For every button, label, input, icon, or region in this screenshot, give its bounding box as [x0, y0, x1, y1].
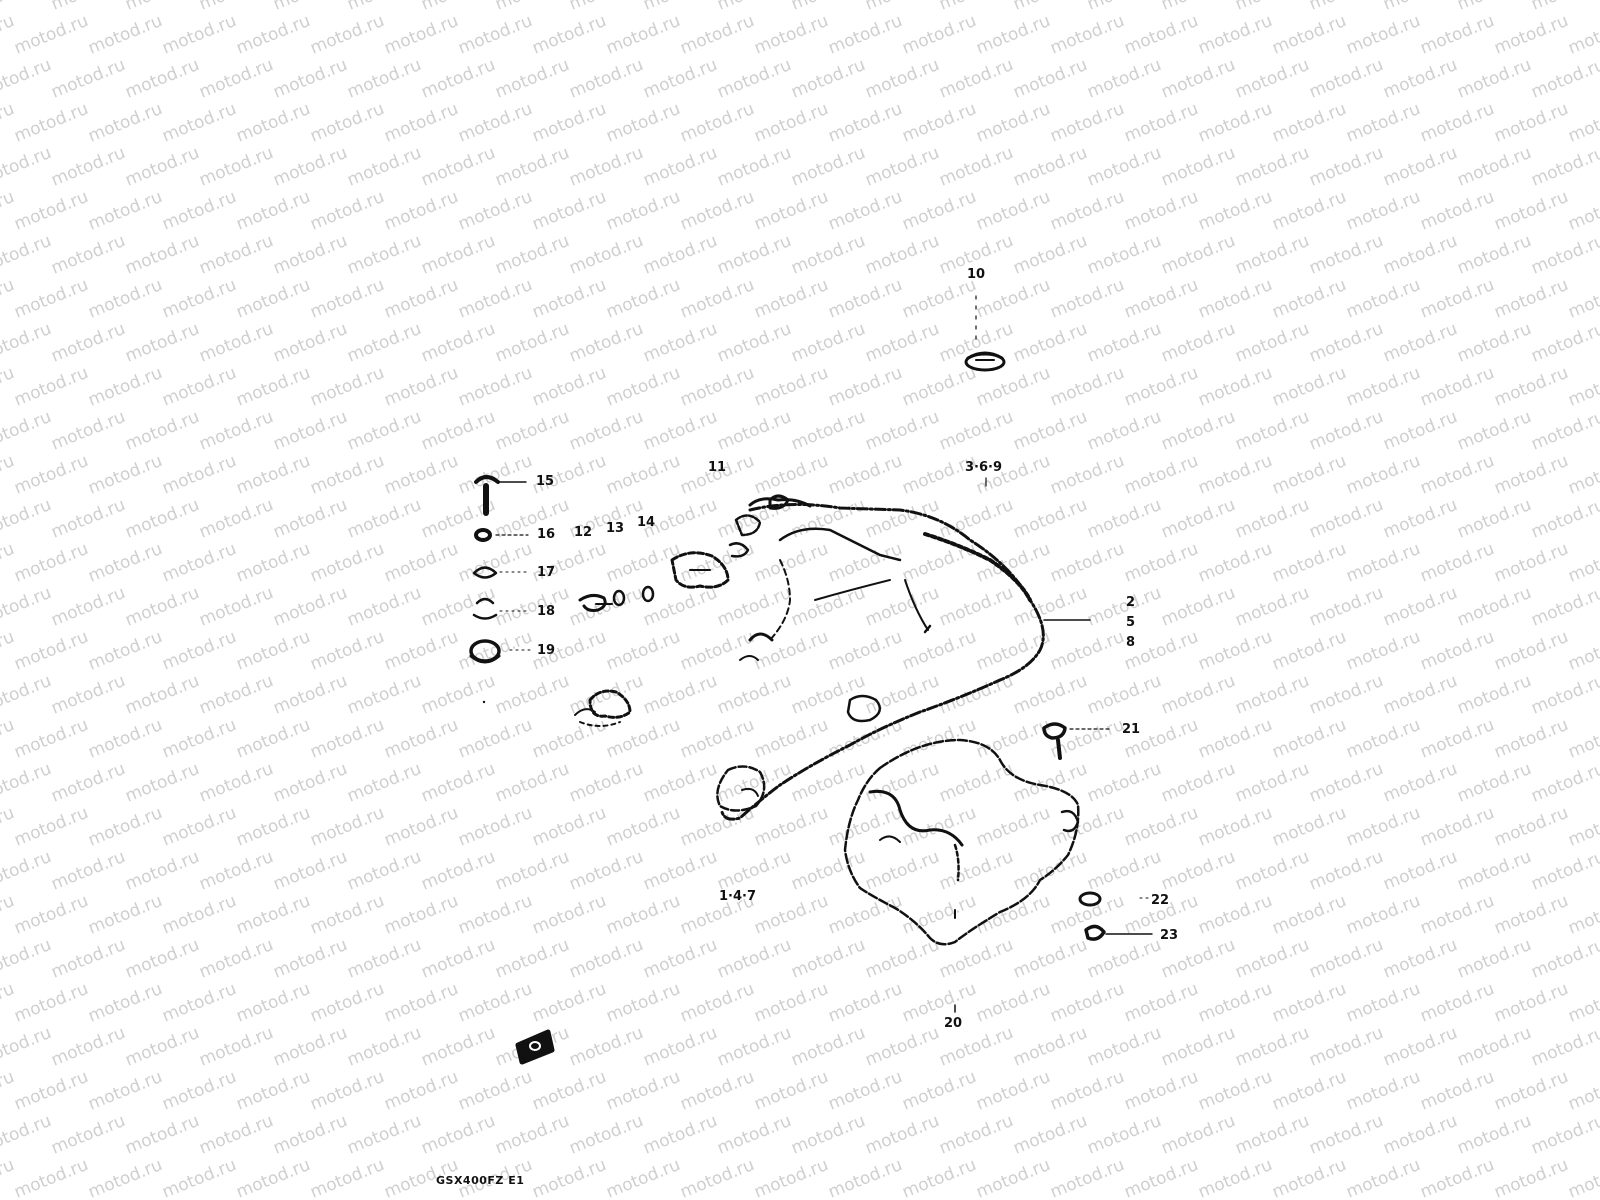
callout-12: 12	[574, 525, 593, 540]
drain-plug-21	[1042, 722, 1113, 760]
callout-13: 13	[606, 521, 625, 536]
callout-20: 20	[944, 1016, 963, 1031]
oil-filler-cap-10	[964, 295, 1006, 372]
rubber-mount	[515, 1029, 555, 1065]
callout-14: 14	[637, 515, 656, 530]
callout-5: 5	[1126, 615, 1136, 630]
callout-17: 17	[537, 565, 556, 580]
callout-16: 16	[537, 527, 556, 542]
callout-19: 19	[537, 643, 556, 658]
callout-2: 2	[1126, 595, 1136, 610]
crankcase-2-5-8	[716, 502, 1091, 821]
callout-18: 18	[537, 604, 556, 619]
model-caption: GSX400FZ E1	[436, 1174, 525, 1187]
callout-11: 11	[708, 460, 727, 475]
callout-10: 10	[967, 267, 986, 282]
callout-8: 8	[1126, 635, 1136, 650]
fasteners-22-23	[1078, 891, 1153, 941]
callout-22: 22	[1151, 893, 1170, 908]
breather-parts-11-14	[578, 494, 812, 612]
crankcase-fitting	[574, 689, 632, 727]
bolt-set-15-19	[469, 475, 531, 704]
callout-21: 21	[1122, 722, 1141, 737]
callout-23: 23	[1160, 928, 1179, 943]
callout-15: 15	[536, 474, 555, 489]
oil-pan-20	[843, 738, 1080, 1013]
callout-3-6-9: 3·6·9	[965, 460, 1003, 475]
callout-1-4-7: 1·4·7	[719, 889, 757, 904]
